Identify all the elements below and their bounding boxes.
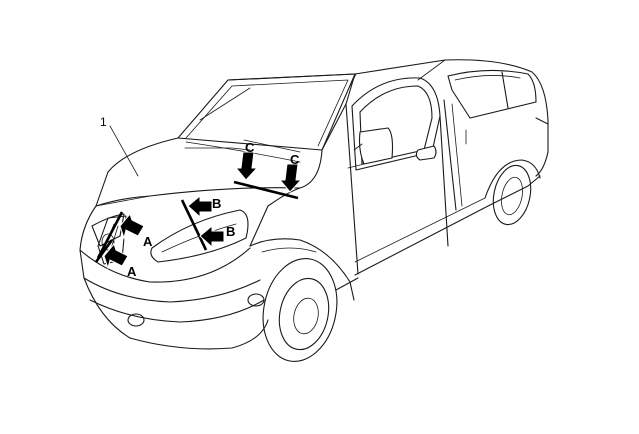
bar-c — [233, 180, 299, 200]
bar-b — [180, 199, 208, 251]
arrow-b-lower — [199, 224, 225, 249]
van-body — [79, 59, 549, 362]
letter-labels: A A B B C C — [127, 140, 300, 279]
part-number-label: 1 — [100, 115, 107, 129]
arrow-c-left — [234, 151, 259, 181]
marker-bars — [94, 180, 299, 263]
part-1-callout: 1 — [100, 115, 139, 177]
bar-a-lower — [94, 239, 114, 263]
arrow-c-right — [278, 163, 303, 193]
arrows — [103, 151, 303, 270]
label-b-upper: B — [212, 196, 221, 211]
label-a-upper: A — [143, 234, 153, 249]
arrow-b-upper — [187, 194, 213, 219]
label-b-lower: B — [226, 224, 235, 239]
label-c-right: C — [290, 152, 300, 167]
label-a-lower: A — [127, 264, 137, 279]
label-c-left: C — [245, 140, 255, 155]
arrow-a-lower — [103, 242, 129, 270]
arrow-a-upper — [119, 212, 145, 240]
bar-a-upper — [96, 211, 124, 259]
leader-line — [109, 125, 139, 177]
